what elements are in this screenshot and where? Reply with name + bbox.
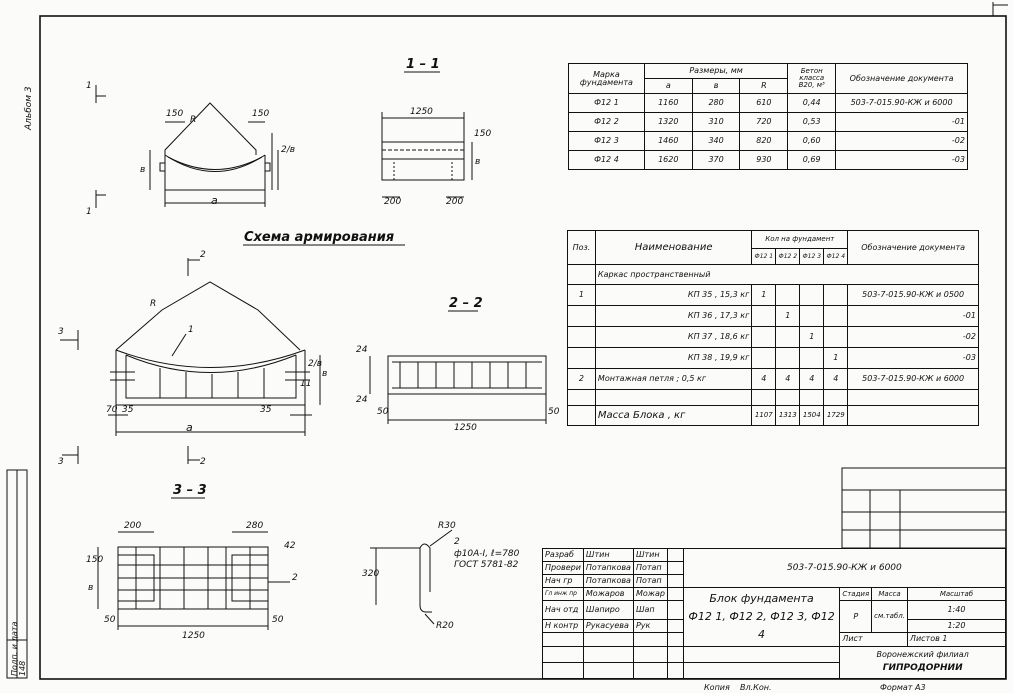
dim-label: 2/в bbox=[308, 359, 323, 369]
header-dims: Размеры, мм bbox=[643, 63, 789, 79]
reinforcement-elevation bbox=[60, 258, 321, 464]
bar-note: ф10А-I, ℓ=780 bbox=[454, 549, 520, 559]
album-label: Альбом 3 bbox=[24, 86, 34, 130]
dim-label: 35 bbox=[260, 405, 272, 415]
sheet-number: 148 bbox=[18, 660, 27, 676]
format-label: Формат А3 bbox=[880, 683, 926, 692]
section-mark-1: 1 bbox=[86, 207, 92, 217]
copied-label: Вл.Кон. bbox=[740, 683, 772, 692]
section-3-3-title: 3 – 3 bbox=[173, 483, 207, 498]
elevation-top bbox=[95, 85, 279, 208]
section-mark-3: 3 bbox=[58, 457, 64, 467]
dim-label: R20 bbox=[436, 621, 454, 631]
header-R: R bbox=[739, 78, 789, 94]
dim-label: R30 bbox=[438, 521, 456, 531]
dim-label: 1250 bbox=[182, 631, 205, 641]
dim-label: a bbox=[186, 421, 193, 434]
header-qty: Кол на фундамент bbox=[751, 230, 849, 249]
section-mark-2: 2 bbox=[200, 457, 206, 467]
dim-label: в bbox=[475, 157, 481, 167]
dim-label: 150 bbox=[474, 129, 492, 139]
section-mark-1: 1 bbox=[86, 81, 92, 91]
dim-label: 24 bbox=[356, 395, 368, 405]
header-pos: Поз. bbox=[567, 230, 596, 265]
header-mark: Марка фундамента bbox=[568, 63, 645, 94]
dim-label: 50 bbox=[377, 407, 389, 417]
mass-label: Масса Блока , кг bbox=[594, 405, 753, 426]
copy-label: Копия bbox=[704, 683, 730, 692]
dim-label: в bbox=[140, 165, 146, 175]
dim-label: 70 bbox=[106, 405, 118, 415]
dim-label: 11 bbox=[300, 379, 312, 389]
dim-label: a bbox=[211, 194, 218, 207]
dim-label: 150 bbox=[252, 109, 270, 119]
table-row: КП 38 , 19,9 кг 1 -03 bbox=[567, 347, 979, 369]
organization: Воронежский филиал ГИПРОДОРНИИ bbox=[839, 645, 1006, 679]
header-doc: Обозначение документа bbox=[847, 230, 979, 265]
specification-table: Поз. Наименование Кол на фундамент Обозн… bbox=[567, 230, 980, 426]
pos-mark: 2 bbox=[454, 537, 460, 547]
dim-label: 24 bbox=[356, 345, 368, 355]
header-name: Наименование bbox=[594, 230, 753, 265]
dim-label: 50 bbox=[104, 615, 116, 625]
header-doc: Обозначение документа bbox=[835, 63, 968, 94]
section-2-2-title: 2 – 2 bbox=[449, 296, 483, 311]
dim-label: в bbox=[88, 583, 94, 593]
section-1-1-title: 1 – 1 bbox=[406, 57, 440, 72]
header-a: а bbox=[643, 78, 693, 94]
table-row: КП 37 , 18,6 кг 1 -02 bbox=[567, 326, 979, 348]
dim-label: 1250 bbox=[454, 423, 477, 433]
section-2-2 bbox=[369, 310, 547, 424]
pos-mark: 1 bbox=[188, 325, 194, 335]
dim-label: 42 bbox=[284, 541, 296, 551]
document-code: 503-7-015.90-КЖ и 6000 bbox=[682, 547, 1007, 589]
lifting-loop bbox=[370, 529, 453, 625]
pos-mark: 2 bbox=[292, 573, 298, 583]
dim-label: 150 bbox=[86, 555, 104, 565]
dim-label: R bbox=[150, 299, 157, 309]
section-1-1 bbox=[381, 71, 473, 198]
dim-label: в bbox=[322, 369, 328, 379]
dim-label: 320 bbox=[362, 569, 380, 579]
dim-label: 2/в bbox=[281, 145, 296, 155]
table-row: КП 36 , 17,3 кг 1 -01 bbox=[567, 305, 979, 327]
dim-label: 200 bbox=[446, 197, 464, 207]
section-mark-3: 3 bbox=[58, 327, 64, 337]
dim-label: 1250 bbox=[410, 107, 433, 117]
scheme-title: Схема армирования bbox=[244, 230, 395, 245]
drawing-title: Блок фундамента Ф12 1, Ф12 2, Ф12 3, Ф12… bbox=[682, 587, 841, 647]
header-b: в bbox=[691, 78, 741, 94]
bar-note: ГОСТ 5781-82 bbox=[454, 560, 519, 570]
title-line-1: Блок фундамента bbox=[709, 592, 814, 606]
dim-label: 200 bbox=[124, 521, 142, 531]
dim-label: 150 bbox=[166, 109, 184, 119]
header-concrete: Бетон класса В20, м³ bbox=[787, 63, 837, 94]
section-mark-2: 2 bbox=[200, 250, 206, 260]
dim-label: 50 bbox=[272, 615, 284, 625]
dim-label: 50 bbox=[548, 407, 560, 417]
group-label: Каркас пространственный bbox=[594, 264, 980, 285]
mass-row: Масса Блока , кг 1107 1313 1504 1729 bbox=[567, 405, 979, 426]
dimensions-table: Марка фундамента Размеры, мм Бетон класс… bbox=[568, 63, 968, 170]
dim-label: 280 bbox=[246, 521, 264, 531]
dim-label: 200 bbox=[384, 197, 402, 207]
dim-label: R bbox=[190, 115, 197, 125]
title-line-2: Ф12 1, Ф12 2, Ф12 3, Ф12 4 bbox=[688, 610, 835, 641]
dim-label: 35 bbox=[122, 405, 134, 415]
section-3-3 bbox=[97, 497, 290, 630]
